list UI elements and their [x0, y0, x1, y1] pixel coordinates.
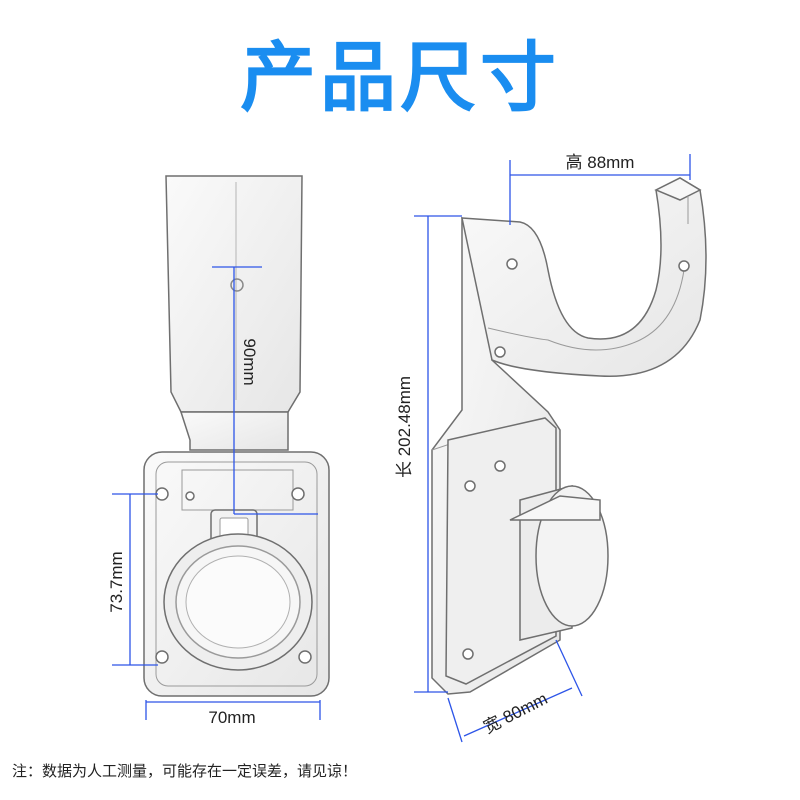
- side-length-label: 长 202.48mm: [395, 376, 414, 478]
- front-view-holder: [143, 175, 330, 697]
- front-plate-height-label: 73.7mm: [107, 551, 126, 612]
- page-title: 产品尺寸: [240, 33, 560, 122]
- side-height-label: 高 88mm: [566, 153, 635, 172]
- side-width-label: 宽 80mm: [480, 689, 550, 737]
- front-width-label: 70mm: [208, 708, 255, 727]
- side-view-holder: [431, 177, 707, 695]
- front-dimensions: [112, 266, 321, 720]
- footnote: 注：数据为人工测量，可能存在一定误差，请见谅！: [12, 762, 358, 780]
- side-dimensions: [414, 154, 691, 743]
- front-height-label: 90mm: [240, 338, 259, 385]
